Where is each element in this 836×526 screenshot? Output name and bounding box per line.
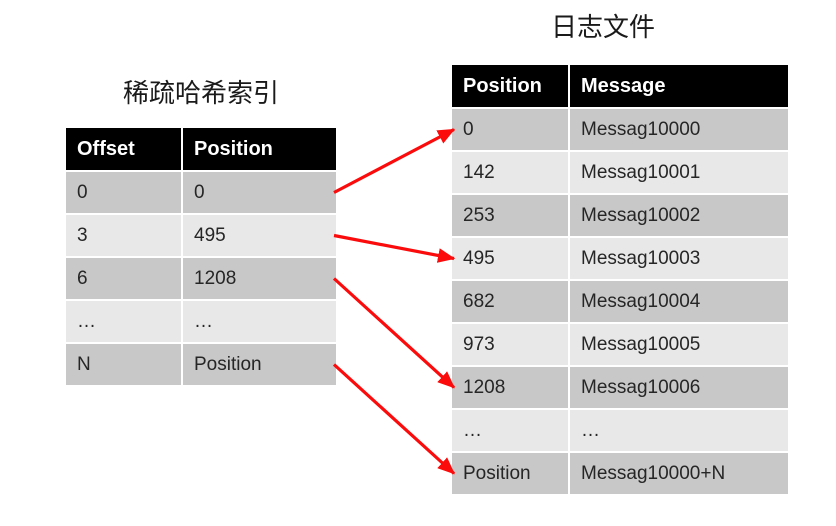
log-table-cell: 682: [452, 281, 568, 322]
index-table-cell: 6: [66, 258, 181, 299]
log-table-cell: 142: [452, 152, 568, 193]
log-table-cell: Messag10005: [570, 324, 788, 365]
log-table-cell: 1208: [452, 367, 568, 408]
log-table-header-cell: Position: [452, 65, 568, 107]
index-table-header-cell: Position: [183, 128, 336, 170]
mapping-arrow: [332, 277, 456, 389]
index-table-cell: 495: [183, 215, 336, 256]
log-table-cell: Messag10001: [570, 152, 788, 193]
log-table-cell: 973: [452, 324, 568, 365]
index-table-cell: Position: [183, 344, 336, 385]
log-table-cell: Messag10004: [570, 281, 788, 322]
log-table-header-cell: Message: [570, 65, 788, 107]
index-table-row: ……: [66, 301, 336, 342]
index-table-cell: 0: [183, 172, 336, 213]
log-table-cell: Messag10006: [570, 367, 788, 408]
index-table-cell: …: [183, 301, 336, 342]
log-table-cell: 0: [452, 109, 568, 150]
log-table-cell: 253: [452, 195, 568, 236]
log-table-row: ……: [452, 410, 788, 451]
mapping-arrow: [333, 233, 456, 263]
index-table-cell: 0: [66, 172, 181, 213]
index-table-cell: 1208: [183, 258, 336, 299]
log-table-cell: Messag10000+N: [570, 453, 788, 494]
log-table-cell: Messag10002: [570, 195, 788, 236]
mapping-arrow: [333, 128, 456, 194]
index-table-header-cell: Offset: [66, 128, 181, 170]
log-table-title: 日志文件: [550, 12, 655, 42]
index-table-cell: 3: [66, 215, 181, 256]
index-table-cell: …: [66, 301, 181, 342]
mapping-arrow: [332, 363, 456, 475]
log-table-cell: Messag10000: [570, 109, 788, 150]
index-table-cell: N: [66, 344, 181, 385]
log-table-cell: …: [452, 410, 568, 451]
log-table-cell: Position: [452, 453, 568, 494]
log-table-cell: 495: [452, 238, 568, 279]
log-table-cell: …: [570, 410, 788, 451]
log-table-cell: Messag10003: [570, 238, 788, 279]
index-table-title: 稀疏哈希索引: [122, 78, 279, 108]
